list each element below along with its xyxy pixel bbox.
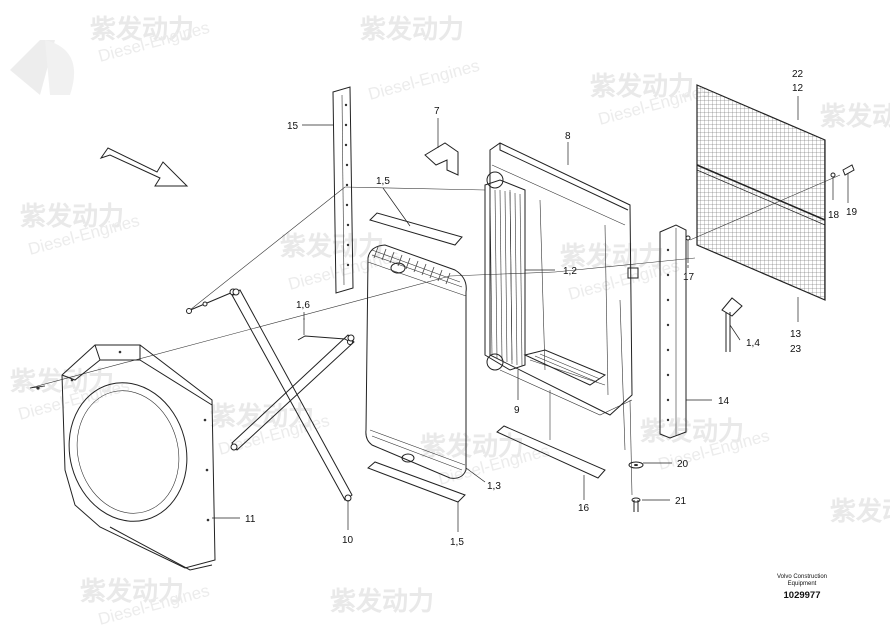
- watermark-cn-5: 紫发动力: [280, 231, 384, 262]
- label-15: 15: [287, 121, 299, 132]
- part-17-1-4-pins: [685, 235, 743, 352]
- part-10-cross-brace: [230, 288, 355, 502]
- part-1-6-hose: [297, 318, 353, 345]
- part-1-5-upper-strip: [369, 212, 463, 246]
- label-1-5-upper: 1,5: [376, 176, 390, 187]
- credit-line-2: Equipment: [787, 581, 817, 587]
- watermark-logo-1: [10, 40, 75, 95]
- watermark-cn-1: 紫发动力: [90, 14, 194, 45]
- label-20: 20: [677, 459, 689, 470]
- publisher-credit: Volvo Construction Equipment 1029977: [757, 574, 847, 602]
- part-1-3-radiator-core: [365, 244, 467, 479]
- part-labels: 22 12 15 7 8 1,5 1,2 1,6 17 18 19 13 23 …: [245, 69, 858, 548]
- part-1-2-intercooler: [484, 171, 526, 371]
- label-1-4: 1,4: [746, 338, 760, 349]
- leader-lines: [212, 96, 799, 532]
- label-11: 11: [245, 514, 256, 525]
- label-22: 22: [792, 69, 804, 80]
- label-8: 8: [565, 131, 571, 142]
- watermark-cn-12: 紫发动力: [80, 576, 184, 607]
- label-16: 16: [578, 503, 590, 514]
- watermark: 紫发动力 Diesel-Engines 紫发动力 Diesel-Engines …: [10, 14, 890, 629]
- part-15-vertical-bracket: [332, 86, 354, 294]
- part-14-vertical-bracket: [659, 224, 687, 439]
- label-1-6: 1,6: [296, 300, 310, 311]
- label-1-3: 1,3: [487, 481, 501, 492]
- watermark-cn-6: 紫发动力: [560, 241, 664, 272]
- label-21: 21: [675, 496, 687, 507]
- label-17: 17: [683, 272, 695, 283]
- part-1-5-lower-strip: [367, 461, 466, 503]
- label-23: 23: [790, 344, 802, 355]
- part-16-bottom-strip: [496, 425, 606, 479]
- part-21-bolt: [631, 497, 641, 512]
- watermark-cn-4: 紫发动力: [20, 201, 124, 232]
- label-18: 18: [828, 210, 840, 221]
- watermark-en-2: Diesel-Engines: [366, 56, 481, 104]
- credit-line-1: Volvo Construction: [776, 574, 828, 580]
- part-12-mesh-screen: [696, 84, 826, 301]
- part-7-small-bracket: [424, 142, 459, 176]
- watermark-cn-13: 紫发动力: [330, 586, 434, 617]
- label-12: 12: [792, 83, 804, 94]
- watermark-cn-7: 紫发动力: [820, 101, 890, 132]
- part-8-frame: [484, 142, 639, 416]
- label-13: 13: [790, 329, 802, 340]
- drawing-number: 1029977: [783, 590, 821, 601]
- part-18-19-fasteners: [830, 164, 855, 203]
- label-10: 10: [342, 535, 354, 546]
- part-long-bolt: [186, 288, 237, 314]
- label-1-5-lower: 1,5: [450, 537, 464, 548]
- part-frame-bottom-tray: [523, 349, 607, 386]
- label-19: 19: [846, 207, 858, 218]
- watermark-cn-3: 紫发动力: [590, 71, 694, 102]
- airflow-arrow: [99, 147, 189, 187]
- watermark-cn-14: 紫发动力: [830, 496, 890, 527]
- label-14: 14: [718, 396, 730, 407]
- assembly-lines: [29, 174, 841, 496]
- part-20-washer: [628, 461, 644, 469]
- label-9: 9: [514, 405, 520, 416]
- watermark-cn-11: 紫发动力: [640, 416, 744, 447]
- label-7: 7: [434, 106, 440, 117]
- watermark-cn-2: 紫发动力: [360, 14, 464, 45]
- part-11-fan-shroud: [29, 344, 216, 571]
- label-1-2: 1,2: [563, 266, 577, 277]
